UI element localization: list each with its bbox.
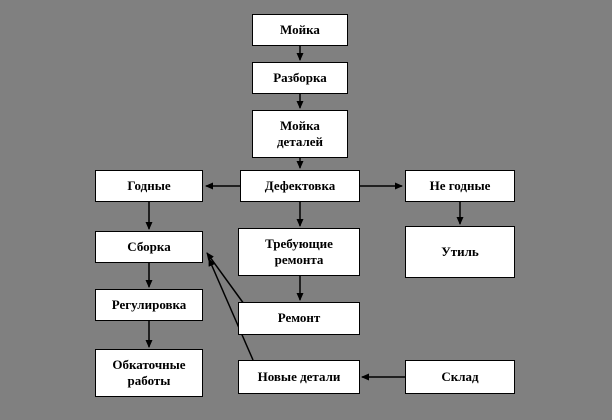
node-sborka: Сборка bbox=[95, 231, 203, 263]
node-razborka-label: Разборка bbox=[273, 69, 327, 85]
node-defektovka-label: Дефектовка bbox=[264, 177, 336, 193]
node-razborka: Разборка bbox=[252, 62, 348, 94]
node-moyka-label: Мойка bbox=[280, 21, 320, 37]
node-godnye-label: Годные bbox=[127, 177, 171, 193]
node-trebuyushchie-remonta-label: Требующие ремонта bbox=[265, 235, 333, 267]
node-remont: Ремонт bbox=[238, 302, 360, 335]
node-sklad-label: Склад bbox=[441, 368, 479, 384]
node-ne-godnye: Не годные bbox=[405, 170, 515, 202]
node-novye-detali-label: Новые детали bbox=[257, 368, 341, 384]
node-moyka: Мойка bbox=[252, 14, 348, 46]
node-obkatochnye-raboty: Обкаточные работы bbox=[95, 349, 203, 397]
node-util-label: Утиль bbox=[441, 243, 479, 259]
node-ne-godnye-label: Не годные bbox=[429, 177, 491, 193]
node-trebuyushchie-remonta: Требующие ремонта bbox=[238, 228, 360, 276]
node-novye-detali: Новые детали bbox=[238, 360, 360, 394]
node-defektovka: Дефектовка bbox=[240, 170, 360, 202]
node-moyka-detaley: Мойка деталей bbox=[252, 110, 348, 158]
node-util: Утиль bbox=[405, 226, 515, 278]
node-remont-label: Ремонт bbox=[277, 310, 321, 326]
node-regulirovka-label: Регулировка bbox=[111, 296, 187, 312]
node-regulirovka: Регулировка bbox=[95, 289, 203, 321]
node-sborka-label: Сборка bbox=[127, 238, 171, 254]
node-godnye: Годные bbox=[95, 170, 203, 202]
node-moyka-detaley-label: Мойка деталей bbox=[276, 117, 324, 149]
node-obkatochnye-raboty-label: Обкаточные работы bbox=[112, 356, 186, 388]
node-sklad: Склад bbox=[405, 360, 515, 394]
